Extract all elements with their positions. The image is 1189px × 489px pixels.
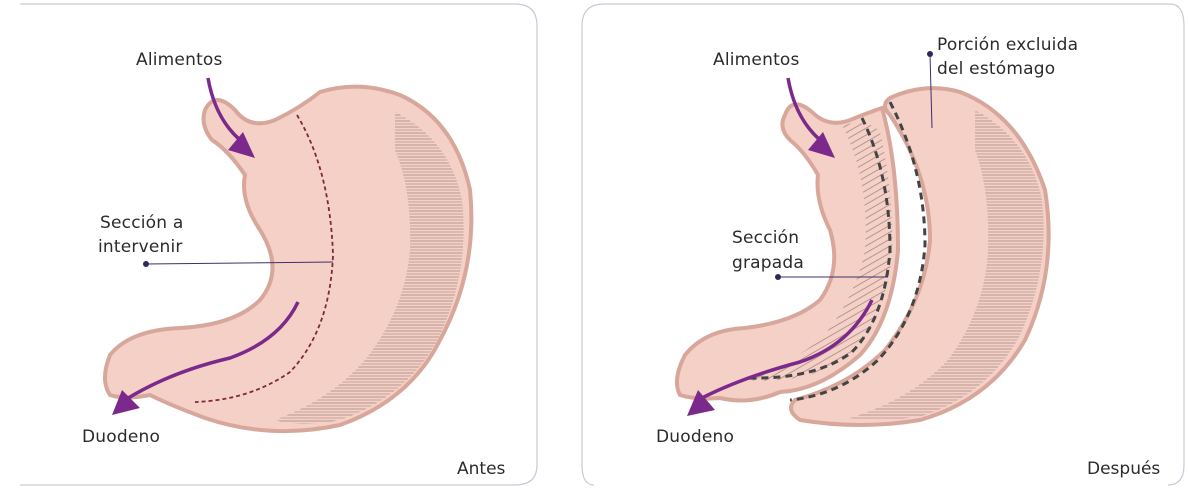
section-label-line1: Sección	[732, 227, 799, 249]
panel-before: Alimentos Sección a intervenir Duodeno A…	[0, 0, 545, 489]
excluded-leader-dot	[927, 51, 933, 57]
section-label-line2: intervenir	[98, 236, 183, 258]
section-leader-dot	[143, 261, 149, 267]
section-label-line2: grapada	[732, 252, 804, 274]
excluded-label-line1: Porción excluida	[937, 34, 1078, 56]
duodenum-label: Duodeno	[82, 426, 160, 448]
food-label: Alimentos	[713, 49, 800, 71]
section-label-line1: Sección a	[100, 212, 183, 234]
after-diagram	[580, 0, 1189, 489]
panel-after: Alimentos Porción excluida del estómago …	[580, 0, 1189, 489]
before-corner-label: Antes	[457, 459, 505, 479]
section-leader-dot	[775, 274, 781, 280]
excluded-label-line2: del estómago	[937, 58, 1055, 80]
food-label: Alimentos	[136, 49, 223, 71]
after-corner-label: Después	[1087, 459, 1160, 479]
duodenum-label: Duodeno	[656, 426, 734, 448]
before-diagram	[0, 0, 545, 489]
